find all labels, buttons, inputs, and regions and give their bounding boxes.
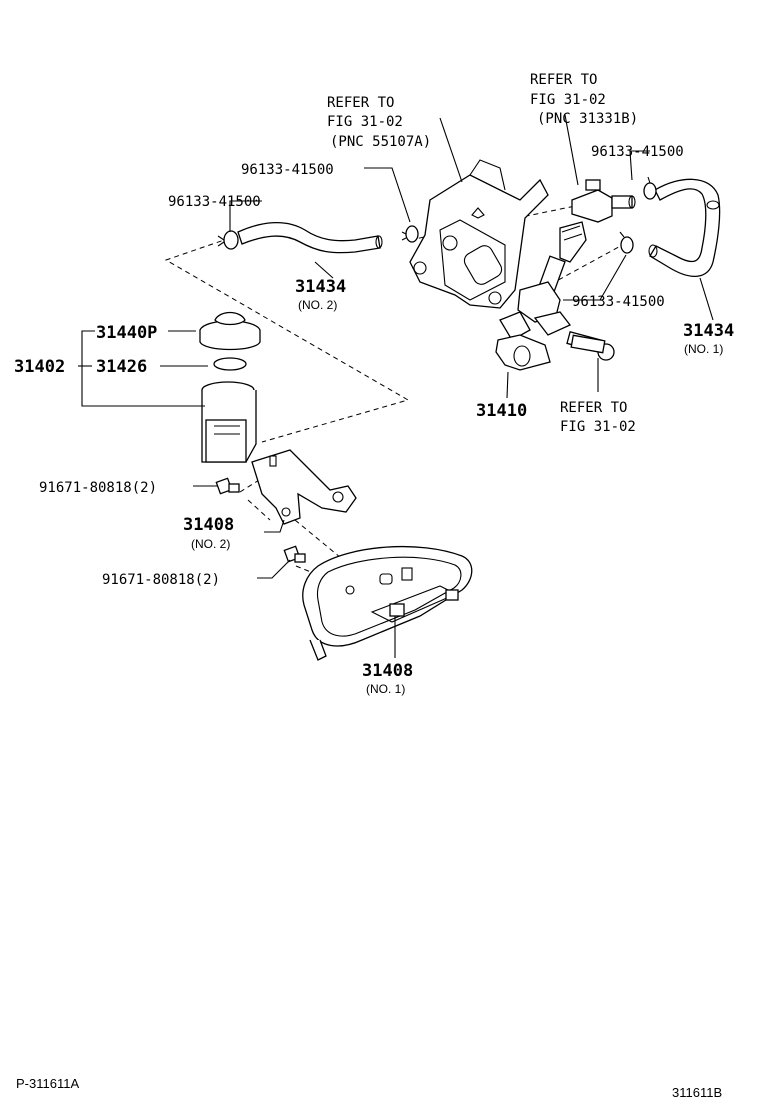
label-96133-a: 96133-41500 [241, 162, 334, 178]
leader-lines [78, 114, 714, 658]
vsv-valve [571, 179, 636, 223]
refer-line2: FIG 31-02 [530, 92, 606, 108]
label-31408-no1-sub: (NO. 1) [366, 682, 405, 696]
label-96133-c: 96133-41500 [591, 144, 684, 160]
bolt-a [215, 477, 240, 495]
refer-line1: REFER TO [327, 95, 394, 111]
label-31408-no1: 31408 [362, 661, 413, 681]
figure-id-left: P-311611A [16, 1076, 79, 1091]
valve-31410 [495, 221, 615, 371]
label-31434-no1: 31434 [683, 321, 734, 341]
label-refer-fig-top-left: REFER TO FIG 31-02 (PNC 55107A) [327, 95, 431, 150]
bracket-31408-no2 [251, 449, 357, 525]
label-31440p: 31440P [96, 323, 157, 343]
label-31408-no2-sub: (NO. 2) [191, 537, 230, 551]
label-96133-b: 96133-41500 [168, 194, 261, 210]
refer-line3: (PNC 55107A) [330, 134, 431, 150]
label-31410: 31410 [476, 401, 527, 421]
canister [201, 381, 257, 463]
main-bracket [409, 159, 549, 309]
label-91671-b: 91671-80818(2) [102, 572, 220, 588]
bolt-b [283, 545, 306, 563]
refer-line2: FIG 31-02 [560, 419, 636, 435]
hose-31434-no1 [648, 178, 721, 277]
bolt-refer [570, 334, 606, 354]
label-31434-no2: 31434 [295, 277, 346, 297]
refer-line1: REFER TO [560, 400, 627, 416]
clip-bracket [401, 225, 419, 243]
label-31434-no2-sub: (NO. 2) [298, 298, 337, 312]
cover-31408-no1 [302, 545, 473, 661]
label-refer-fig-top-right: REFER TO FIG 31-02 (PNC 31331B) [530, 72, 638, 127]
label-96133-d: 96133-41500 [572, 294, 665, 310]
figure-id-right: 311611B [672, 1085, 722, 1100]
label-refer-fig-bottom: REFER TO FIG 31-02 [560, 400, 636, 435]
refer-line2: FIG 31-02 [327, 114, 403, 130]
clip-top-right [643, 176, 657, 200]
label-31402: 31402 [14, 357, 65, 377]
refer-line1: REFER TO [530, 72, 597, 88]
hose-31434-no2 [237, 221, 383, 254]
label-91671-a: 91671-80818(2) [39, 480, 157, 496]
ring-31426 [213, 357, 247, 371]
clip-left [217, 230, 239, 250]
refer-line3: (PNC 31331B) [537, 111, 638, 127]
label-31434-no1-sub: (NO. 1) [684, 342, 723, 356]
label-31408-no2: 31408 [183, 515, 234, 535]
clip-right-lower [619, 231, 634, 254]
cap-31440p [199, 311, 261, 351]
label-31426: 31426 [96, 357, 147, 377]
